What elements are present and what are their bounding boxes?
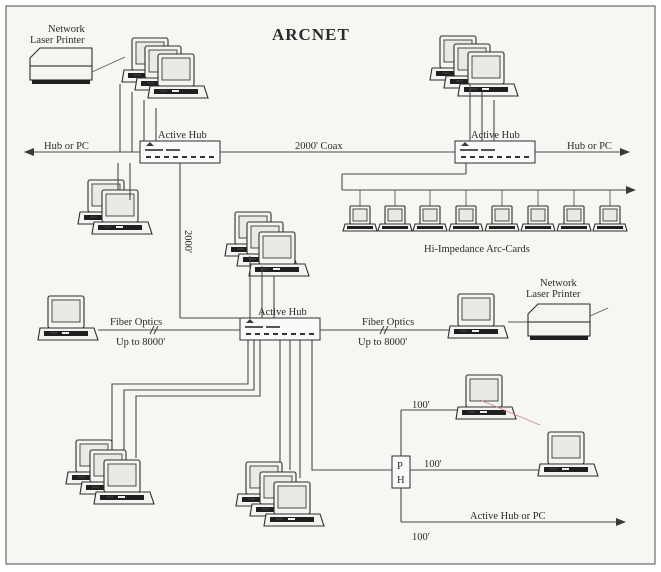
passive-hub-label-p: P	[397, 461, 403, 472]
printer-top-left-cable	[91, 56, 126, 73]
active-hub-center	[239, 317, 321, 341]
printer-top-left-label-line1: Network	[48, 24, 85, 35]
dist-100-a: 100'	[412, 400, 430, 411]
printer-right-label-line1: Network	[540, 278, 577, 289]
arrow-left-icon	[24, 148, 34, 156]
arrow-right-icon	[620, 148, 630, 156]
fiber-right-label-1: Fiber Optics	[362, 317, 414, 328]
active-hub-right	[454, 140, 536, 164]
dist-100-b: 100'	[424, 459, 442, 470]
arc-cards-label: Hi-Impedance Arc-Cards	[424, 244, 530, 255]
arc-card-pcs	[342, 190, 628, 232]
passive-hub-label-h: H	[397, 475, 405, 486]
printer-top-left-label-line2: Laser Printer	[30, 35, 85, 46]
fiber-left-label-2: Up to 8000'	[116, 337, 165, 348]
printer-top-left	[29, 47, 93, 85]
vertical-2000-label: 2000'	[182, 230, 193, 253]
active-hub-left	[139, 140, 221, 164]
fiber-right-label-2: Up to 8000'	[358, 337, 407, 348]
active-hub-left-label: Active Hub	[158, 130, 207, 141]
center-hub-drops	[111, 340, 392, 478]
diagram-title: ARCNET	[272, 25, 350, 44]
hub-or-pc-right-label: Hub or PC	[567, 141, 612, 152]
coax-label: 2000' Coax	[295, 141, 343, 152]
hub-or-pc-left-label: Hub or PC	[44, 141, 89, 152]
arrow-active-hub-or-pc-icon	[616, 518, 626, 526]
printer-right-label-line2: Laser Printer	[526, 289, 581, 300]
arc-bus-arrow-icon	[626, 186, 636, 194]
printer-right	[527, 303, 591, 341]
active-hub-or-pc-label: Active Hub or PC	[470, 511, 546, 522]
active-hub-center-label: Active Hub	[258, 307, 307, 318]
fiber-left-label-1: Fiber Optics	[110, 317, 162, 328]
active-hub-right-label: Active Hub	[471, 130, 520, 141]
dist-100-c: 100'	[412, 532, 430, 543]
